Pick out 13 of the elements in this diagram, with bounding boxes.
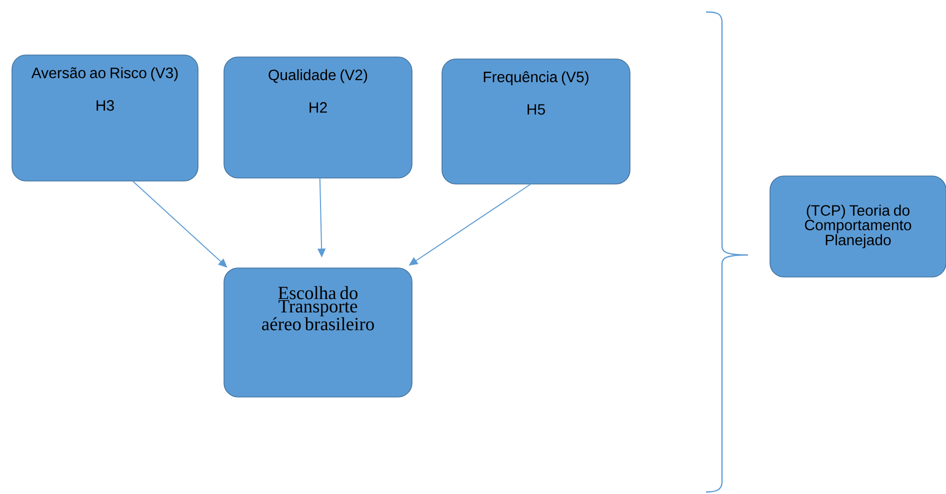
node-label: H5 xyxy=(528,104,545,115)
process-box xyxy=(224,56,412,178)
process-box xyxy=(12,54,198,182)
node-label: H3 xyxy=(96,100,114,111)
process-box xyxy=(770,176,946,278)
node-label: Aversão ao Risco (V3) xyxy=(31,67,178,82)
process-box xyxy=(224,268,412,398)
node-label: (TCP) Teoria do Comportamento Planejado xyxy=(804,204,912,248)
node-label: Qualidade (V2) xyxy=(268,69,368,84)
node-label: H2 xyxy=(310,102,327,113)
node-label: Escolha do Transporte aéreo brasileiro xyxy=(262,286,374,330)
node-label: Frequência (V5) xyxy=(484,71,588,86)
process-box xyxy=(442,58,630,184)
